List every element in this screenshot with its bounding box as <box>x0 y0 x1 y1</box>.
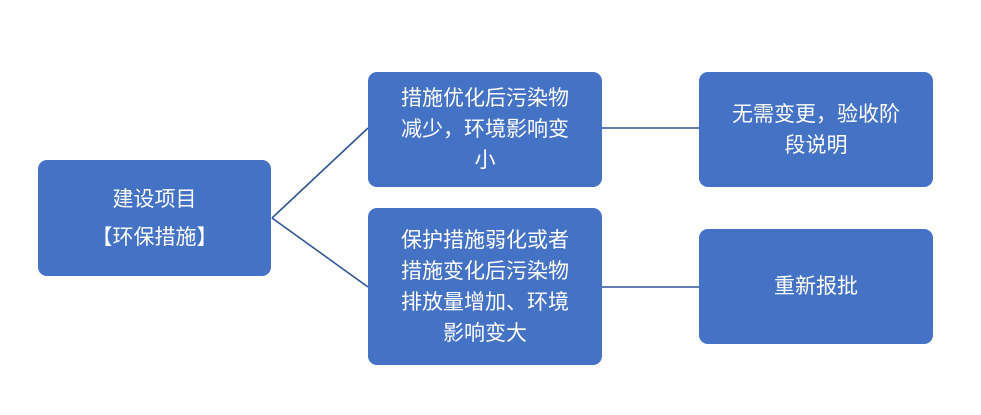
connector-root-to-branch-1 <box>271 127 369 219</box>
condition-node-line: 措施变化后污染物 <box>401 258 569 283</box>
condition-node-2: 保护措施弱化或者 措施变化后污染物 排放量增加、环境 影响变大 <box>368 208 602 365</box>
outcome-node-line: 重新报批 <box>774 274 858 298</box>
root-node-line: 【环保措施】 <box>91 225 218 249</box>
outcome-node-line: 段说明 <box>784 132 848 157</box>
outcome-node-1: 无需变更，验收阶 段说明 <box>699 72 933 187</box>
connector-root-to-branch-2 <box>271 217 369 288</box>
condition-node-line: 减少，环境影响变 <box>401 117 569 141</box>
outcome-node-2: 重新报批 <box>699 229 933 344</box>
condition-node-line: 排放量增加、环境 <box>401 289 569 314</box>
condition-node-line: 影响变大 <box>443 320 527 345</box>
outcome-node-line: 无需变更，验收阶 <box>732 101 900 126</box>
condition-node-line: 小 <box>474 148 496 172</box>
root-node: 建设项目 【环保措施】 <box>38 160 271 276</box>
condition-node-1: 措施优化后污染物 减少，环境影响变 小 <box>368 72 602 187</box>
root-node-line: 建设项目 <box>112 187 197 211</box>
condition-node-line: 措施优化后污染物 <box>401 86 569 110</box>
condition-node-line: 保护措施弱化或者 <box>401 227 569 252</box>
